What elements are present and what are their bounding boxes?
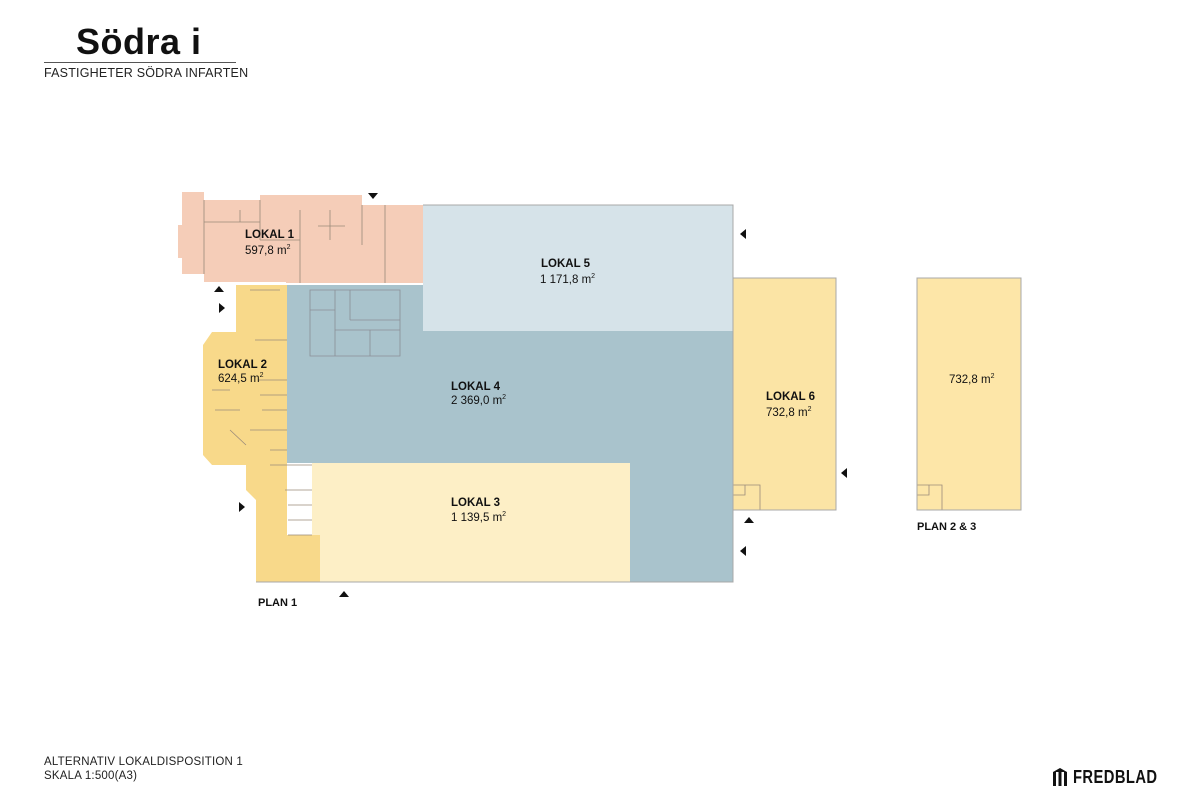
lokal-4-area[interactable] [287,285,733,582]
lokal-3-name: LOKAL 3 [451,497,500,509]
arrow-left-icon [740,229,746,239]
arrow-left-icon [841,468,847,478]
arrow-right-icon [239,502,245,512]
lokal-6-area[interactable] [733,278,836,510]
page-subtitle: FASTIGHETER SÖDRA INFARTEN [44,66,249,80]
lokal-1-area[interactable] [178,192,423,283]
plan-2-3-area[interactable] [917,278,1021,510]
lokal-2-name: LOKAL 2 [218,359,267,371]
scale-note: SKALA 1:500(A3) [44,770,138,782]
lokal-3-area-label: 1 139,5 m2 [451,511,506,524]
outlines [256,204,1022,583]
lokal-1-area-label: 597,8 m2 [245,244,291,257]
lokal-6-area-label: 732,8 m2 [766,406,812,419]
lokal-3-area[interactable] [312,463,630,582]
footer-info: ALTERNATIV LOKALDISPOSITION 1 SKALA 1:50… [44,755,243,783]
title-divider [44,62,236,63]
page-title: Södra i [76,21,202,62]
lokal-4-area-label: 2 369,0 m2 [451,394,506,407]
lokal-6-name: LOKAL 6 [766,391,815,403]
lokal-1-name: LOKAL 1 [245,229,295,241]
plan-2-3-area-label: 732,8 m2 [949,373,995,386]
lokal-5-area[interactable] [423,205,733,331]
lokal-5-name: LOKAL 5 [541,258,591,270]
arrow-up-icon [744,517,754,523]
arrow-left-icon [740,546,746,556]
lokal-2-area[interactable] [203,285,287,582]
lokal-2-lower-area [256,535,320,582]
interior-walls [203,200,943,536]
arrow-up-icon [339,591,349,597]
arrow-down-icon [368,193,378,199]
lokal-4-name: LOKAL 4 [451,381,501,393]
plan-1-label: PLAN 1 [258,597,297,609]
layout-alternative: ALTERNATIV LOKALDISPOSITION 1 [44,756,244,768]
arrow-up-icon [214,286,224,292]
lokal-5-area-label: 1 171,8 m2 [540,273,595,286]
header: Södra i FASTIGHETER SÖDRA INFARTEN [44,21,249,80]
arrow-right-icon [219,303,225,313]
logo-bars-icon [1053,768,1067,786]
brand-logo: FREDBLAD [1053,766,1176,788]
logo-text: FREDBLAD [1073,766,1158,787]
entrance-arrows [214,193,847,597]
plan-2-3-label: PLAN 2 & 3 [917,521,976,533]
lokal-2-area-label: 624,5 m2 [218,372,264,385]
